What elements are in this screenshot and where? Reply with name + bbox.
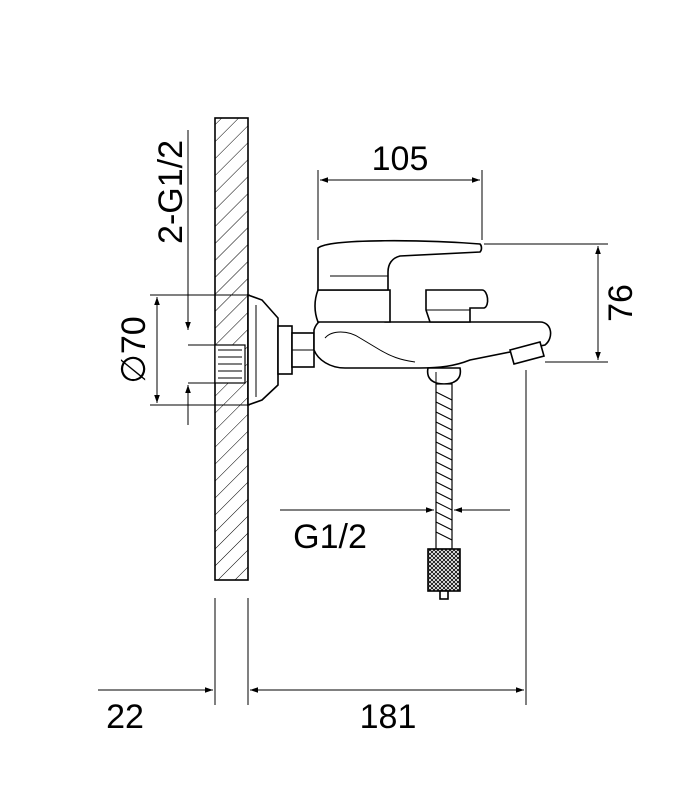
wall-flange (247, 293, 315, 407)
dimension-76: 76 (484, 243, 640, 363)
label-22: 22 (106, 698, 144, 736)
label-2-g1-2: 2-G1/2 (152, 140, 190, 244)
label-181: 181 (360, 698, 417, 736)
wall-section (214, 117, 249, 581)
dimension-thread-inlets: 2-G1/2 (152, 130, 191, 330)
dimension-thread-outlet: G1/2 (280, 507, 510, 556)
wall-extension-lines (214, 598, 249, 705)
label-diameter-70: ∅70 (115, 316, 153, 383)
mixer-body (313, 239, 552, 385)
dimension-22: 22 (98, 687, 213, 736)
dimension-181: 181 (250, 370, 527, 736)
label-g1-2: G1/2 (293, 518, 367, 556)
dimension-105: 105 (317, 140, 483, 240)
label-76: 76 (602, 284, 640, 322)
dimension-diameter-70: ∅70 (115, 294, 250, 425)
label-105: 105 (372, 140, 429, 178)
shower-hose (427, 383, 461, 600)
